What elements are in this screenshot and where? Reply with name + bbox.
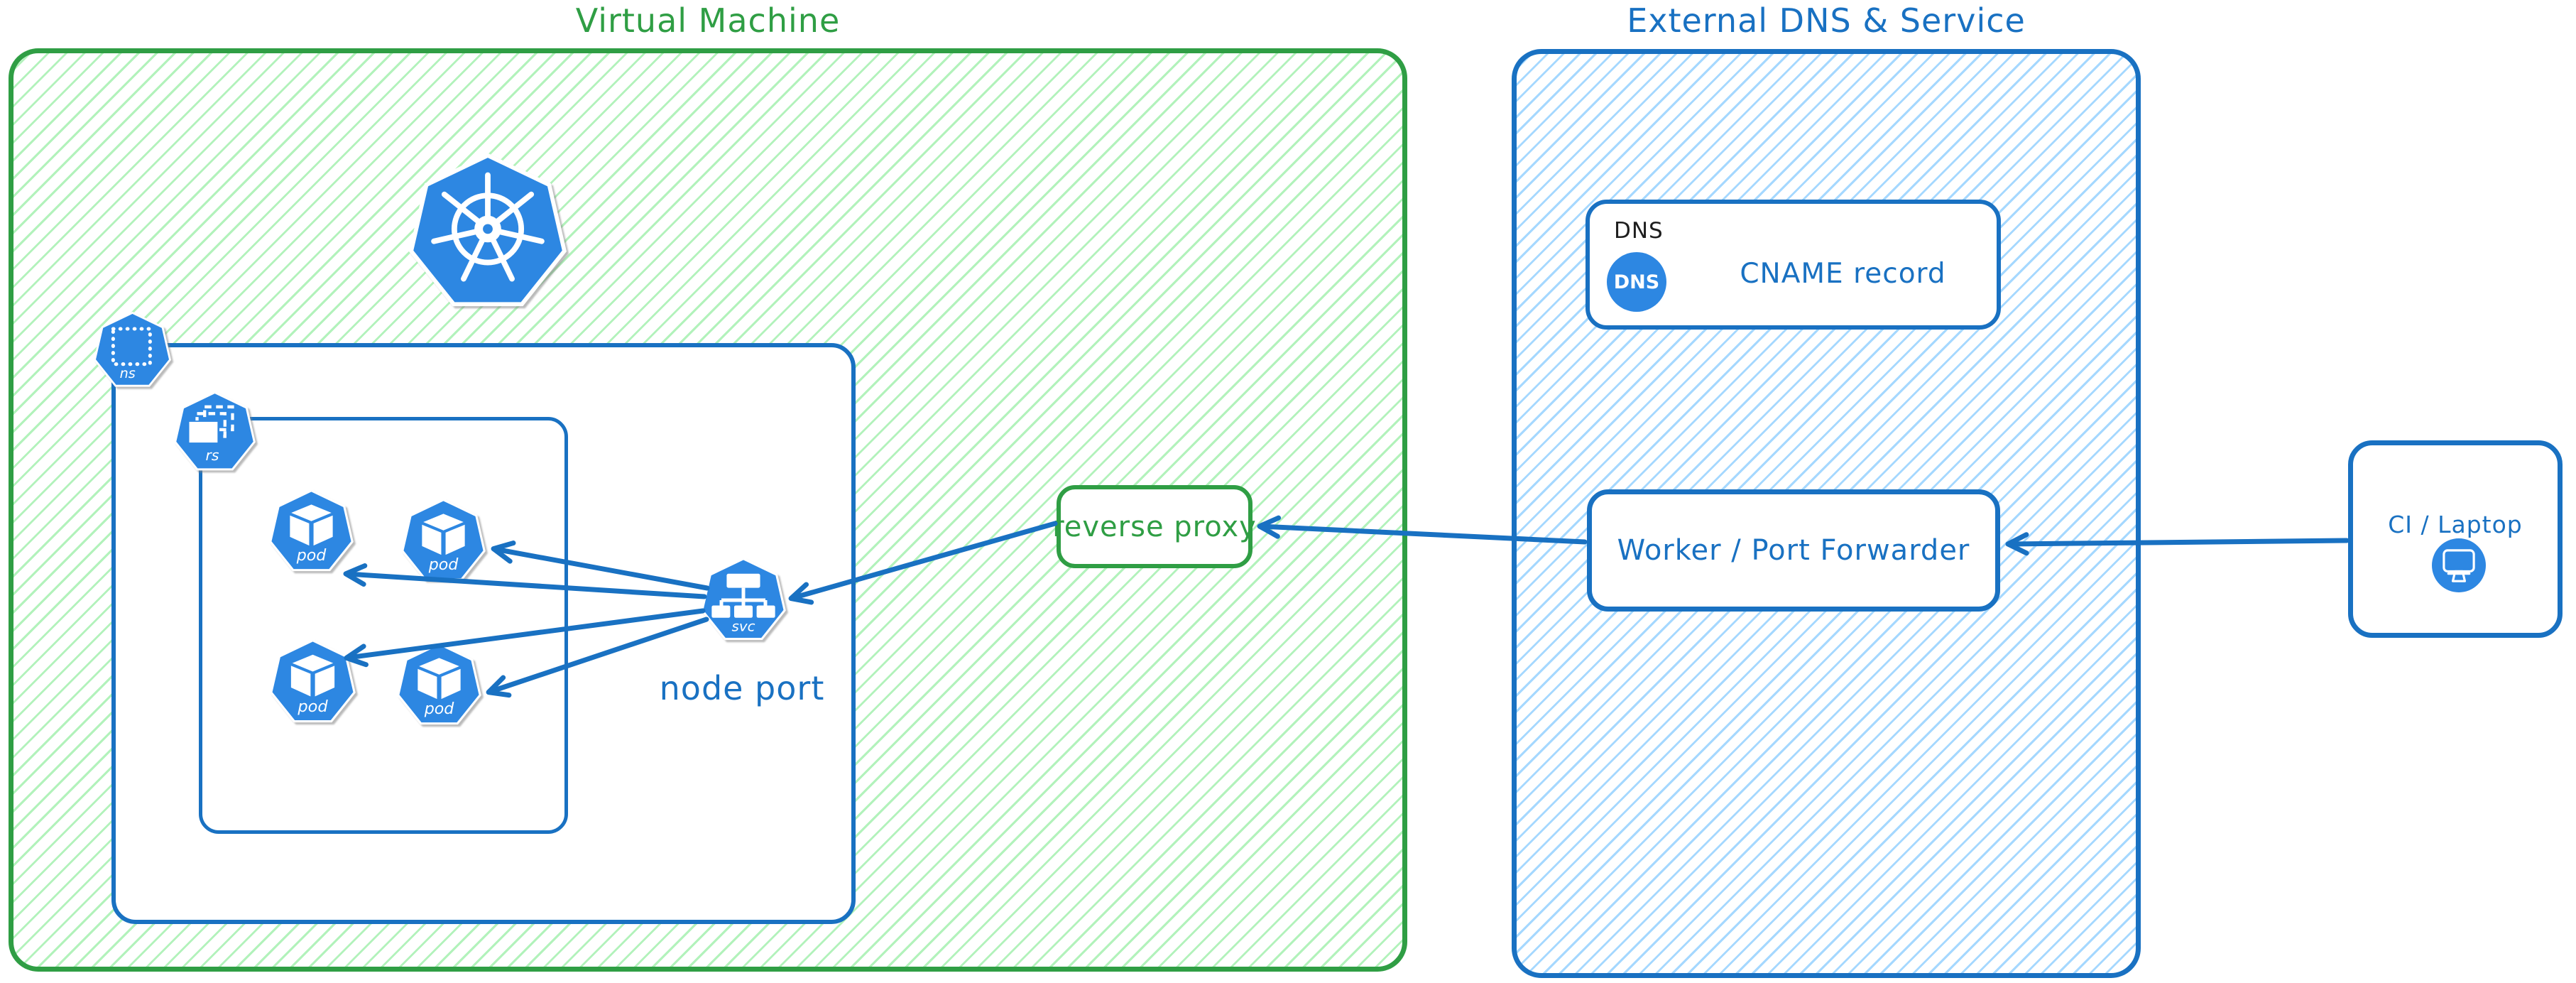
cname-record-label: CNAME record (1740, 258, 1946, 290)
worker-label: Worker / Port Forwarder (1617, 534, 1970, 567)
pod-icon-label: pod (424, 700, 455, 718)
replicaset-icon-label: rs (206, 447, 219, 464)
dns-badge-label: DNS (1613, 271, 1660, 293)
vm-group-title: Virtual Machine (575, 1, 841, 40)
node-port-label: node port (659, 669, 825, 707)
monitor-icon (2432, 538, 2486, 592)
namespace-icon-label: ns (120, 365, 136, 381)
pod-icon-label: pod (428, 555, 459, 574)
ci-card: CI / Laptop (2348, 440, 2563, 638)
replicaset-icon: rs (174, 391, 256, 471)
service-icon-label: svc (732, 618, 755, 634)
replicaset-box (199, 417, 568, 834)
dns-card: DNS DNS CNAME record (1586, 200, 2001, 330)
namespace-icon: ns (93, 311, 172, 387)
ci-laptop-label: CI / Laptop (2388, 511, 2523, 538)
worker-box: Worker / Port Forwarder (1587, 489, 2000, 612)
pod-icon: pod (397, 642, 481, 725)
reverse-proxy-box: reverse proxy (1052, 485, 1256, 568)
pod-icon: pod (269, 489, 354, 572)
pod-icon-label: pod (297, 697, 328, 716)
pod-icon-label: pod (296, 546, 327, 565)
dns-card-heading: DNS (1614, 218, 1664, 244)
pod-icon: pod (270, 639, 356, 723)
service-icon: svc (701, 558, 786, 641)
pod-icon: pod (401, 498, 486, 581)
reverse-proxy-label: reverse proxy (1052, 510, 1257, 543)
kubernetes-logo-icon (409, 153, 567, 307)
dns-badge-icon: DNS (1607, 252, 1666, 312)
external-group-title: External DNS & Service (1627, 1, 2026, 40)
